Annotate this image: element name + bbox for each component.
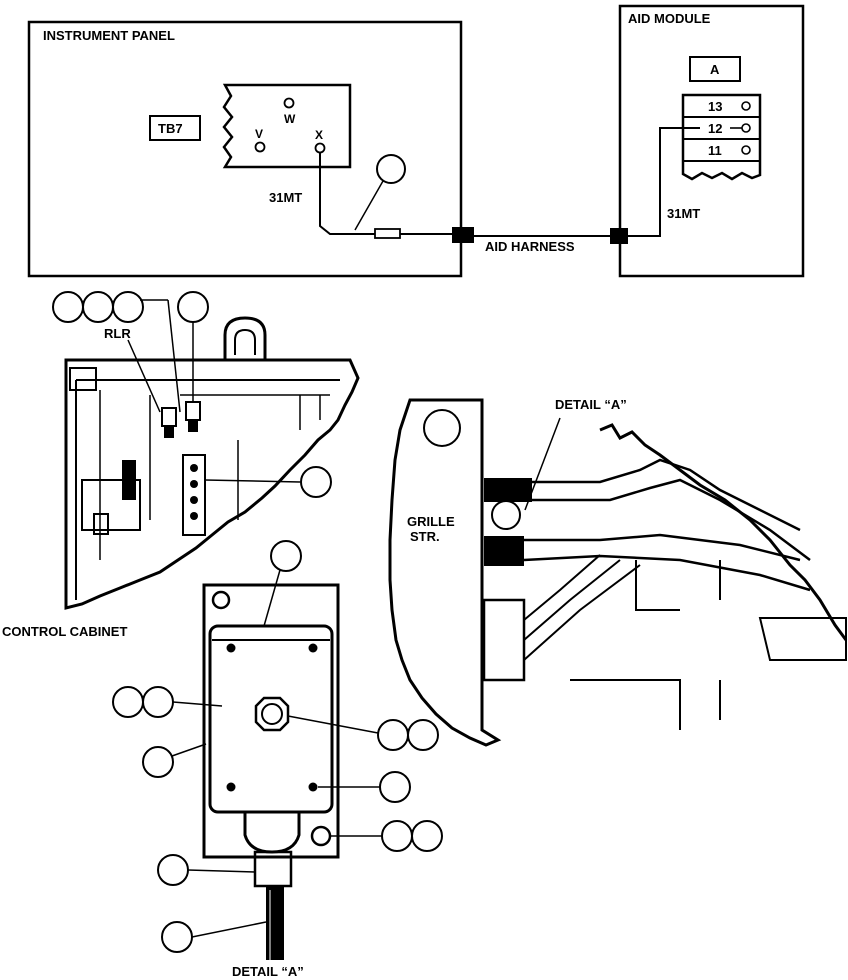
pin-11: 11 xyxy=(708,143,722,158)
wire-31mt-left: 31MT xyxy=(269,190,302,205)
terminal-v-label: V xyxy=(255,127,263,141)
terminal-block xyxy=(222,83,352,169)
terminal-x-label: X xyxy=(315,128,323,142)
pin-13: 13 xyxy=(708,99,722,114)
detail-a-caption: DETAIL “A” xyxy=(232,964,304,979)
aid-module: AID MODULE A 13 12 11 31MT xyxy=(610,4,805,278)
wire-31mt-right: 31MT xyxy=(667,206,700,221)
grille-label-line1: GRILLE xyxy=(407,514,455,529)
tb7-label: TB7 xyxy=(158,121,183,136)
instrument-panel-title: INSTRUMENT PANEL xyxy=(43,28,175,43)
grille-label-line2: STR. xyxy=(410,529,440,544)
terminal-w-label: W xyxy=(284,112,296,126)
aid-connector-label: A xyxy=(710,62,720,77)
detail-a-circle xyxy=(491,500,521,530)
aid-module-title: AID MODULE xyxy=(628,11,711,26)
terminal-x xyxy=(314,142,326,154)
aid-harness-label: AID HARNESS xyxy=(485,239,575,254)
grille-assembly: GRILLE STR. DETAIL “A” xyxy=(388,397,848,747)
grille-detail-ref: DETAIL “A” xyxy=(555,397,627,412)
rlr-label: RLR xyxy=(104,326,131,341)
grille-badge xyxy=(423,409,461,447)
instrument-panel: INSTRUMENT PANEL TB7 W V X 31MT xyxy=(27,20,474,278)
callout-wire xyxy=(376,154,406,184)
terminal-v xyxy=(254,141,266,153)
control-cabinet: RLR CONTROL CABINET xyxy=(2,291,360,639)
pin-12: 12 xyxy=(708,121,722,136)
terminal-w xyxy=(283,97,295,109)
control-cabinet-title: CONTROL CABINET xyxy=(2,624,127,639)
detail-a-assembly: DETAIL “A” xyxy=(112,540,443,979)
